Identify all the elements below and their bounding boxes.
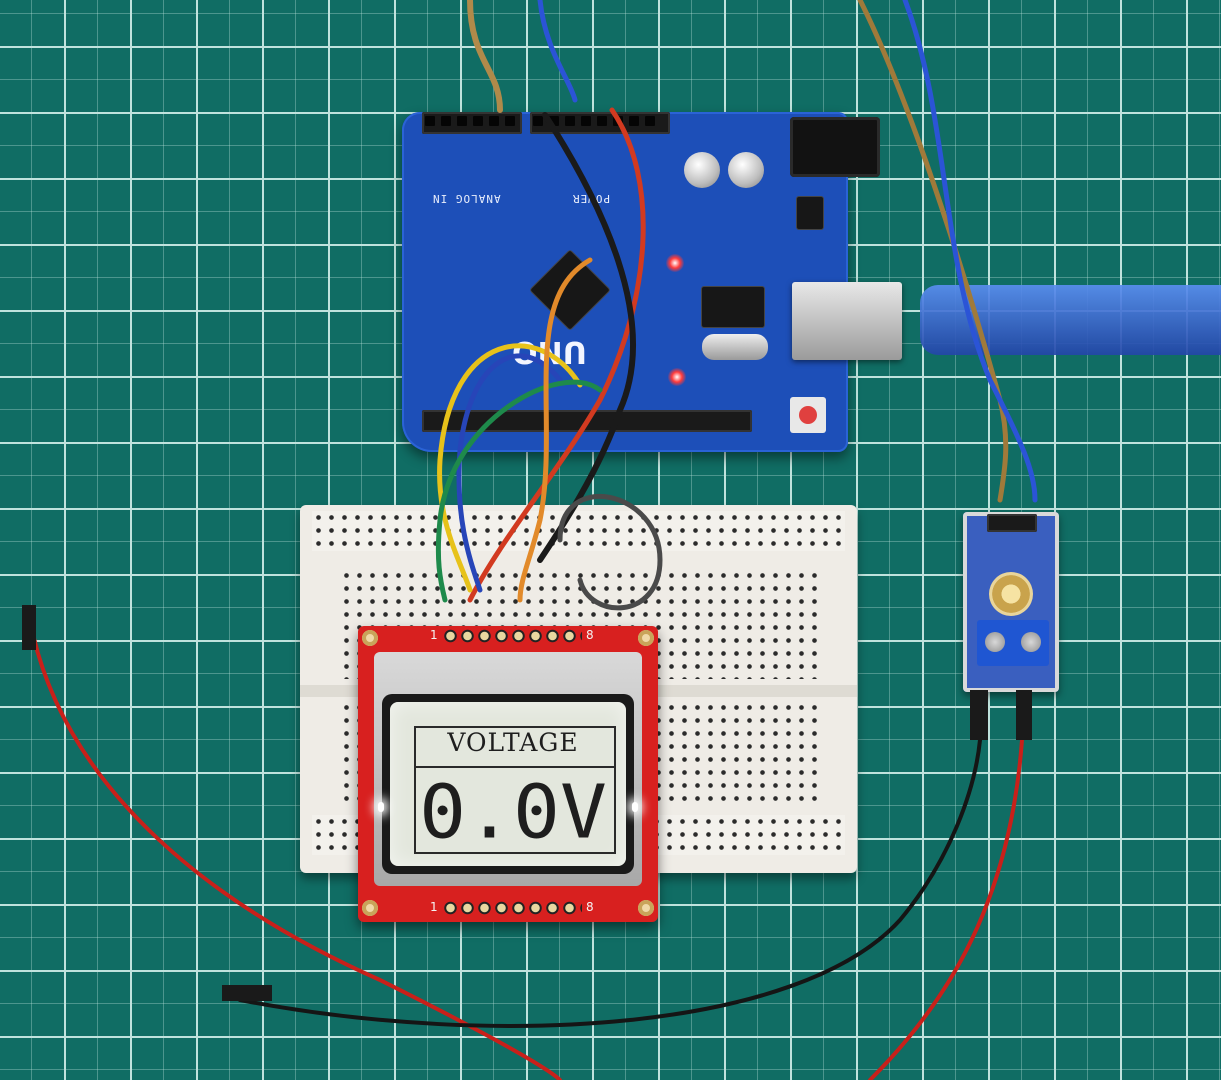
crystal <box>702 334 768 360</box>
wire-orange <box>517 257 593 603</box>
power-header <box>530 112 670 134</box>
regulator-chip <box>797 197 823 229</box>
wire-gray-loop <box>557 493 663 611</box>
wire-brown-right <box>857 0 1009 503</box>
lcd-glass: VOLTAGE 0.0V <box>382 694 634 874</box>
screw-1 <box>985 632 1005 652</box>
sensor-lead-red <box>1016 690 1032 740</box>
top-power-rail <box>312 511 845 551</box>
voltage-sensor-module <box>963 512 1059 692</box>
reset-button <box>790 397 826 433</box>
wire-black-probe <box>238 738 982 1028</box>
analog-header <box>422 112 522 134</box>
status-led-1 <box>666 254 684 272</box>
wire-yellow <box>437 343 583 593</box>
sensor-pin-header <box>987 514 1037 532</box>
wire-red-power <box>467 107 646 603</box>
status-led-2 <box>668 368 686 386</box>
bottom-pin-8-label: 8 <box>586 900 594 914</box>
lcd-module: 1 8 VOLTAGE 0.0V 1 8 <box>358 626 658 922</box>
bottom-pin-header <box>442 900 582 916</box>
power-jack <box>790 117 880 177</box>
screw-2 <box>1021 632 1041 652</box>
sensor-lead-black <box>970 690 988 740</box>
title-box <box>414 726 616 768</box>
sensor-pad <box>989 572 1033 616</box>
wire-blue-top <box>537 0 578 103</box>
usb-serial-chip <box>702 287 764 327</box>
lcd-screen: VOLTAGE 0.0V <box>390 702 626 866</box>
wire-red-probe <box>28 618 562 1080</box>
capacitor-1 <box>684 152 720 188</box>
backlight-led-left <box>378 802 384 812</box>
probe-red-tip <box>22 605 36 650</box>
voltage-reading: 0.0V <box>419 770 607 856</box>
wire-black-power <box>537 112 636 563</box>
mount-hole-br <box>638 900 654 916</box>
bottom-pin-1-label: 1 <box>430 900 438 914</box>
wire-blue-right <box>902 0 1038 503</box>
usb-port <box>792 282 902 360</box>
lcd-metal-frame: VOLTAGE 0.0V <box>374 652 642 886</box>
mount-hole-bl <box>362 900 378 916</box>
top-pin-8-label: 8 <box>586 628 594 642</box>
top-pin-1-label: 1 <box>430 628 438 642</box>
wire-blue <box>456 353 563 593</box>
screw-terminal <box>977 620 1049 666</box>
wire-green <box>435 379 603 603</box>
backlight-led-right <box>632 802 638 812</box>
value-box <box>414 766 616 854</box>
lcd-title: VOLTAGE <box>447 728 579 757</box>
top-pin-header <box>442 628 582 644</box>
probe-black-tip <box>222 985 272 1001</box>
mount-hole-tr <box>638 630 654 646</box>
mount-hole-tl <box>362 630 378 646</box>
wire-brown-top <box>467 0 503 113</box>
capacitor-2 <box>728 152 764 188</box>
wire-red-sensor <box>868 738 1024 1080</box>
